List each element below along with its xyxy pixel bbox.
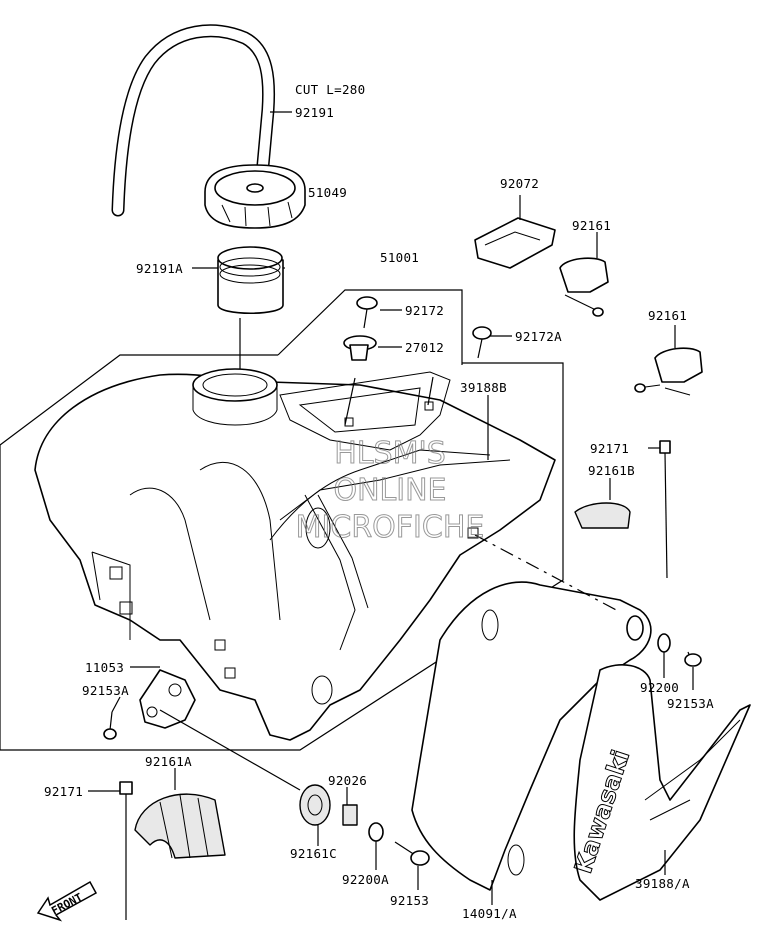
- washer-92200A[interactable]: [368, 822, 384, 842]
- pad-92161B[interactable]: [574, 502, 631, 529]
- cable-tie-left[interactable]: [119, 781, 133, 920]
- grommet-92161C[interactable]: [299, 784, 331, 826]
- callout-51049: 51049: [308, 185, 347, 200]
- callout-92153A-left: 92153A: [82, 683, 129, 698]
- bolt-92153[interactable]: [394, 841, 430, 866]
- callout-92200: 92200: [640, 680, 679, 695]
- callout-92153A-right: 92153A: [667, 696, 714, 711]
- leader-lines: [88, 111, 694, 905]
- svg-text:ONLINE: ONLINE: [333, 473, 446, 508]
- callout-92171-right: 92171: [590, 441, 629, 456]
- clamp-92161-lower[interactable]: [634, 347, 703, 396]
- screw-92172A[interactable]: [472, 326, 492, 359]
- collar-92026[interactable]: [342, 804, 358, 826]
- svg-text:MICROFICHE: MICROFICHE: [296, 510, 485, 545]
- callout-92072: 92072: [500, 176, 539, 191]
- callout-27012: 27012: [405, 340, 444, 355]
- strap-92072[interactable]: [474, 217, 556, 269]
- damper-27012[interactable]: [343, 335, 377, 361]
- screw-92172[interactable]: [356, 296, 378, 329]
- callout-92153: 92153: [390, 893, 429, 908]
- bracket-11053[interactable]: [139, 669, 196, 729]
- washer-92200[interactable]: [657, 633, 671, 653]
- callout-51001: 51001: [380, 250, 419, 265]
- callout-92200A: 92200A: [342, 872, 389, 887]
- watermark: HLSM'S ONLINE MICROFICHE: [295, 436, 485, 546]
- callout-92191A: 92191A: [136, 261, 183, 276]
- filler-cap[interactable]: [204, 164, 306, 229]
- callout-11053: 11053: [85, 660, 124, 675]
- callout-92171-left: 92171: [44, 784, 83, 799]
- filler-neck-ring[interactable]: [217, 246, 284, 315]
- rubber-92161A[interactable]: [134, 793, 226, 859]
- callout-92161-upper: 92161: [572, 218, 611, 233]
- callout-92172A: 92172A: [515, 329, 562, 344]
- bolt-92153A-left[interactable]: [103, 711, 117, 740]
- callout-labels: CUT L=280 92191 51049 92191A 51001 92172…: [44, 82, 714, 921]
- callout-92161A: 92161A: [145, 754, 192, 769]
- bolt-92153A-right[interactable]: [684, 651, 702, 667]
- callout-92172: 92172: [405, 303, 444, 318]
- callout-92161B: 92161B: [588, 463, 635, 478]
- fuel-hose[interactable]: [111, 24, 276, 217]
- tank-assembly-boundary: [0, 289, 564, 751]
- decal-39188A[interactable]: Kawasaki: [569, 664, 751, 901]
- callout-cut-length: CUT L=280: [295, 82, 365, 97]
- cable-tie-right[interactable]: [659, 440, 671, 579]
- callout-14091A: 14091/A: [462, 906, 517, 921]
- shroud-14091[interactable]: [411, 581, 652, 891]
- clamp-92161-upper[interactable]: [559, 257, 609, 317]
- callout-39188A: 39188/A: [635, 876, 690, 891]
- callout-92191: 92191: [295, 105, 334, 120]
- fuel-tank[interactable]: [34, 368, 556, 741]
- callout-39188B: 39188B: [460, 380, 507, 395]
- front-arrow: FRONT: [36, 880, 98, 922]
- callout-92161-lower: 92161: [648, 308, 687, 323]
- svg-text:HLSM'S: HLSM'S: [334, 436, 446, 471]
- callout-92161C: 92161C: [290, 846, 337, 861]
- callout-92026: 92026: [328, 773, 367, 788]
